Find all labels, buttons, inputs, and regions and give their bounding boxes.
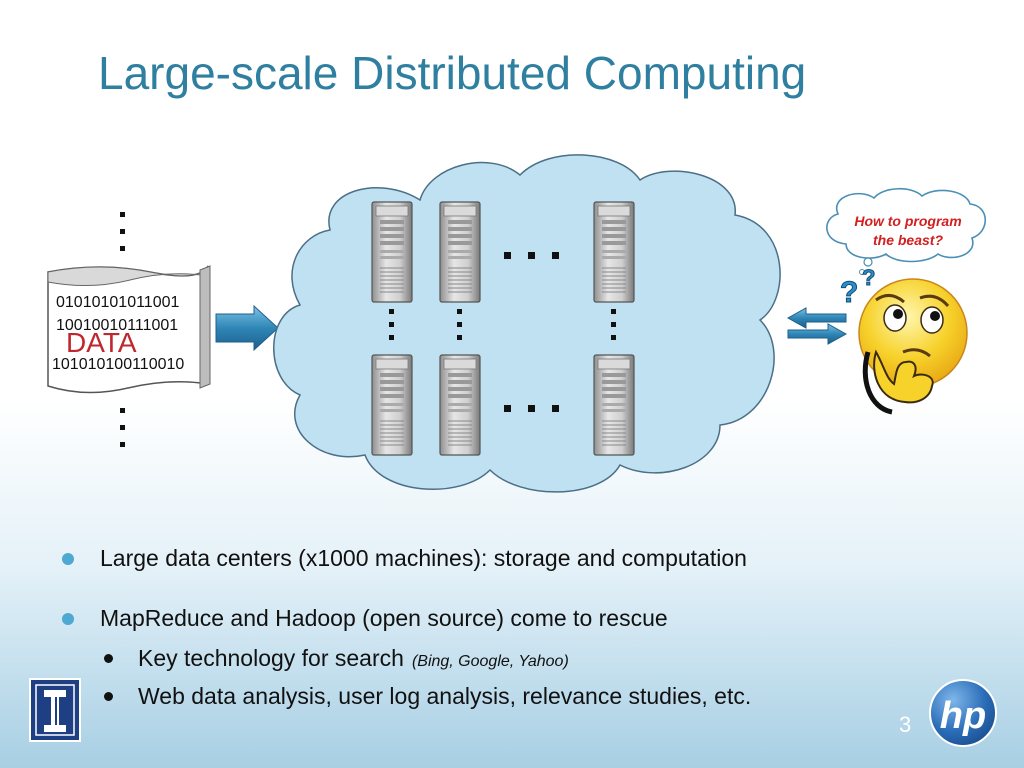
bidirectional-arrows-icon xyxy=(786,307,848,345)
sub-bullet-dot xyxy=(104,692,113,701)
data-binary-line-2: 10010010111001 xyxy=(56,317,178,334)
sub-bullet-dot xyxy=(104,654,113,663)
bullet-dot xyxy=(62,553,74,565)
question-marks-icon: ? ? xyxy=(840,265,876,310)
slide-title: Large-scale Distributed Computing xyxy=(98,47,807,99)
hp-logo-text: hp xyxy=(940,695,986,737)
ellipsis-vertical-servers xyxy=(389,309,616,340)
hp-logo xyxy=(929,679,997,747)
ellipsis-top xyxy=(120,212,125,251)
thought-bubble-line-1: How to program xyxy=(854,213,961,229)
server-icon xyxy=(593,201,635,303)
data-label: DATA xyxy=(66,327,137,358)
server-icon xyxy=(593,354,635,456)
server-icon xyxy=(439,201,481,303)
data-binary-line-1: 01010101011001 xyxy=(56,294,179,311)
sub-bullet-text: Web data analysis, user log analysis, re… xyxy=(138,683,752,709)
bullet-dot xyxy=(62,613,74,625)
sub-bullet-text: Key technology for search xyxy=(138,645,404,671)
server-icon xyxy=(439,354,481,456)
cloud-icon xyxy=(273,154,781,493)
thought-bubble-line-2: the beast? xyxy=(873,232,943,248)
ellipsis-bottom xyxy=(120,408,125,447)
data-binary-line-3: 101010100110010 xyxy=(52,356,184,373)
ellipsis-servers-bottom xyxy=(504,405,559,412)
data-sheet xyxy=(47,265,211,394)
svg-text:?: ? xyxy=(862,265,875,290)
bullet-text: Large data centers (x1000 machines): sto… xyxy=(100,545,747,571)
ellipsis-servers-top xyxy=(504,252,559,259)
thinking-face-icon xyxy=(858,278,968,415)
illinois-logo xyxy=(29,678,81,742)
server-icon xyxy=(371,354,413,456)
thought-bubble xyxy=(826,187,986,275)
svg-text:?: ? xyxy=(840,276,858,309)
sub-bullet-note: (Bing, Google, Yahoo) xyxy=(411,653,569,670)
server-icon xyxy=(371,201,413,303)
bullet-text: MapReduce and Hadoop (open source) come … xyxy=(100,605,668,631)
input-arrow-icon xyxy=(215,304,279,352)
page-number: 3 xyxy=(899,712,912,737)
